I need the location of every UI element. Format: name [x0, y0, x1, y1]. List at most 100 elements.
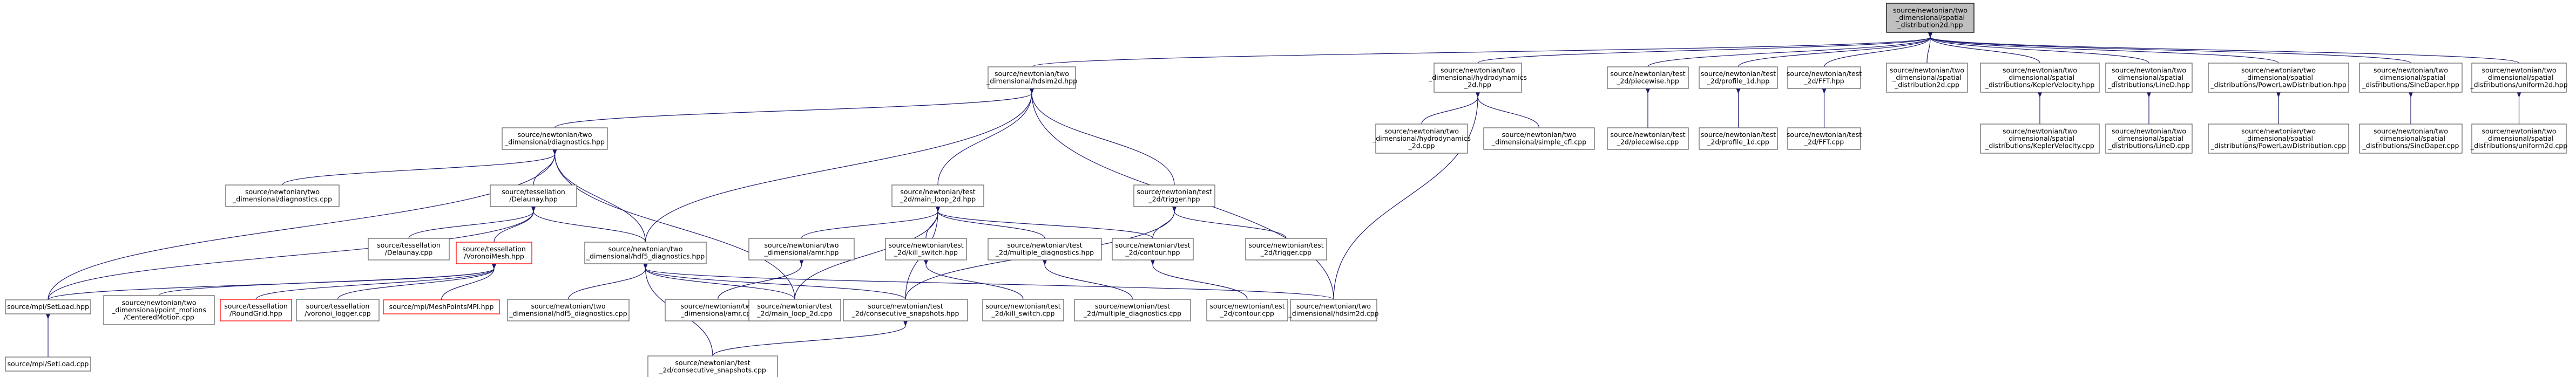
node-profile-hpp[interactable]: source/newtonian/test_2d/profile_1d.hpp — [1699, 66, 1778, 89]
node-label-line: source/newtonian/test — [1209, 302, 1284, 310]
node-lined-hpp[interactable]: source/newtonian/two_dimensional/spatial… — [2105, 63, 2193, 93]
node-fft-cpp[interactable]: source/newtonian/test_2d/FFT.cpp — [1787, 127, 1862, 150]
node-label-line: _2d/piecewise.hpp — [1616, 77, 1679, 85]
node-label-line: _dimensional/diagnostics.cpp — [232, 195, 332, 203]
edge-roundgrid-to-voronoi_hpp — [255, 263, 497, 300]
node-label-line: source/newtonian/test — [1115, 241, 1190, 249]
node-kill-cpp[interactable]: source/newtonian/test_2d/kill_switch.cpp — [982, 299, 1064, 321]
node-label-line: _dimensional/spatial — [2484, 134, 2554, 142]
node-box — [1483, 127, 1595, 150]
edge-hdf5_hpp-to-diag_hpp — [552, 149, 646, 243]
node-cmotion[interactable]: source/newtonian/two_dimensional/point_m… — [103, 295, 215, 325]
edge-consec_hpp-to-hdf5_hpp — [643, 263, 906, 300]
node-trigger-hpp[interactable]: source/newtonian/test_2d/trigger.hpp — [1133, 184, 1215, 207]
node-sine-cpp[interactable]: source/newtonian/two_dimensional/spatial… — [2359, 124, 2463, 154]
node-multdiag-hpp[interactable]: source/newtonian/test_2d/multiple_diagno… — [988, 238, 1102, 261]
node-box — [2471, 63, 2567, 93]
node-label-line: _dimensional/hydrodynamics — [1428, 73, 1527, 81]
node-label-line: source/mpi/SetLoad.cpp — [8, 360, 89, 368]
node-consec-hpp[interactable]: source/newtonian/test_2d/consecutive_sna… — [843, 299, 968, 321]
node-label-line: _2d/contour.cpp — [1220, 310, 1274, 318]
node-label-line: source/tessellation — [224, 302, 288, 310]
edge-hydro_cpp-to-hydro_hpp — [1421, 92, 1480, 125]
node-root[interactable]: source/newtonian/two_dimensional/spatial… — [1886, 3, 1975, 33]
edge-hdsim2d_cpp-to-hdf5_hpp — [643, 263, 1334, 300]
node-hydro-hpp[interactable]: source/newtonian/two_dimensional/hydrody… — [1428, 63, 1527, 93]
edge-spatial_cpp-to-root — [1926, 32, 1933, 64]
node-hdf5-cpp[interactable]: source/newtonian/two_dimensional/hdf5_di… — [507, 299, 630, 321]
node-delaunay-hpp[interactable]: source/tessellation/Delaunay.hpp — [490, 184, 577, 207]
node-hdsim2d-cpp[interactable]: source/newtonian/two_dimensional/hdsim2d… — [1288, 299, 1379, 321]
node-vlogger[interactable]: source/tessellation/voronoi_logger.cpp — [296, 299, 380, 321]
node-label-line: source/newtonian/test — [1610, 70, 1685, 78]
edge-tfft_hpp-to-root — [1823, 32, 1933, 67]
edge-multdiag_hpp-to-mainloop_hpp — [935, 206, 1045, 239]
node-label-line: /Delaunay.hpp — [509, 195, 558, 203]
node-trigger-cpp[interactable]: source/newtonian/test_2d/trigger.cpp — [1245, 238, 1327, 261]
node-kepler-hpp[interactable]: source/newtonian/two_dimensional/spatial… — [1980, 63, 2100, 93]
node-voronoi-hpp[interactable]: source/tessellation/VoronoiMesh.hpp — [456, 242, 532, 264]
node-simple-cfl[interactable]: source/newtonian/two_dimensional/simple_… — [1483, 127, 1595, 150]
node-setload-cpp[interactable]: source/mpi/SetLoad.cpp — [5, 357, 91, 372]
node-setload-hpp[interactable]: source/mpi/SetLoad.hpp — [5, 299, 91, 314]
node-spatial-cpp[interactable]: source/newtonian/two_dimensional/spatial… — [1886, 63, 1968, 93]
node-label-line: source/newtonian/two — [2241, 66, 2316, 74]
node-diag-cpp[interactable]: source/newtonian/two_dimensional/diagnos… — [225, 184, 340, 207]
node-label-line: _dimensional/spatial — [2243, 73, 2313, 81]
node-profile-cpp[interactable]: source/newtonian/test_2d/profile_1d.cpp — [1699, 127, 1778, 150]
node-label-line: source/newtonian/test — [1787, 131, 1862, 139]
node-powerlaw-hpp[interactable]: source/newtonian/two_dimensional/spatial… — [2208, 63, 2349, 93]
node-piecewise-hpp[interactable]: source/newtonian/test_2d/piecewise.hpp — [1607, 66, 1689, 89]
node-label-line: _2d/multiple_diagnostics.cpp — [1083, 310, 1181, 318]
node-meshmpi[interactable]: source/mpi/MeshPointsMPI.hpp — [383, 299, 500, 314]
node-label-line: source/newtonian/two — [2374, 66, 2448, 74]
node-kill-hpp[interactable]: source/newtonian/test_2d/kill_switch.hpp — [885, 238, 967, 261]
node-box — [1980, 63, 2100, 93]
node-powerlaw-cpp[interactable]: source/newtonian/two_dimensional/spatial… — [2208, 124, 2349, 154]
node-consec-cpp[interactable]: source/newtonian/test_2d/consecutive_sna… — [647, 355, 778, 377]
node-label-line: _2d/trigger.hpp — [1148, 195, 1200, 203]
edge-kill_cpp-to-kill_hpp — [923, 259, 1024, 300]
node-hydro-cpp[interactable]: source/newtonian/two_dimensional/hydrody… — [1372, 124, 1471, 154]
edge-profile_hpp-to-root — [1737, 32, 1933, 67]
edge-hdsim2d_cpp-to-hydro_hpp — [1333, 92, 1480, 300]
node-label-line: source/newtonian/test — [985, 302, 1060, 310]
node-delaunay-cpp[interactable]: source/tessellation/Delaunay.cpp — [368, 238, 450, 261]
dependency-edges — [46, 32, 2521, 357]
node-label-line: /VoronoiMesh.hpp — [464, 252, 524, 261]
node-mainloop-cpp[interactable]: source/newtonian/test_2d/main_loop_2d.cp… — [748, 299, 841, 321]
node-multdiag-cpp[interactable]: source/newtonian/test_2d/multiple_diagno… — [1074, 299, 1191, 321]
node-hdsim2d-hpp[interactable]: source/newtonian/two_dimensional/hdsim2d… — [986, 66, 1077, 89]
edge-cmotion-to-voronoi_hpp — [158, 263, 497, 296]
edge-ams_hpp-to-mainloop_hpp — [801, 206, 941, 239]
node-piecewise-cpp[interactable]: source/newtonian/test_2d/piecewise.cpp — [1607, 127, 1689, 150]
node-contour-cpp[interactable]: source/newtonian/test_2d/contour.cpp — [1206, 299, 1288, 321]
node-label-line: source/newtonian/two — [531, 302, 605, 310]
node-label-line: source/newtonian/two — [764, 241, 839, 249]
node-label-line: source/newtonian/two — [1890, 66, 1964, 74]
node-label-line: source/newtonian/two — [1502, 131, 1576, 139]
edge-hdf5_cpp-to-hdf5_hpp — [567, 263, 648, 300]
node-ams-hpp[interactable]: source/newtonian/two_dimensional/amr.hpp — [748, 238, 855, 261]
node-kepler-cpp[interactable]: source/newtonian/two_dimensional/spatial… — [1980, 124, 2100, 154]
node-contour-hpp[interactable]: source/newtonian/test_2d/contour.hpp — [1112, 238, 1194, 261]
node-tfft-hpp[interactable]: source/newtonian/test_2d/FFT.hpp — [1787, 66, 1862, 89]
node-label-line: _2d/contour.hpp — [1125, 249, 1180, 257]
node-uniform-hpp[interactable]: source/newtonian/two_dimensional/spatial… — [2470, 63, 2568, 93]
node-box — [2105, 63, 2193, 93]
node-box — [220, 299, 292, 321]
node-mainloop-hpp[interactable]: source/newtonian/test_2d/main_loop_2d.hp… — [891, 184, 984, 207]
node-sine-hpp[interactable]: source/newtonian/two_dimensional/spatial… — [2359, 63, 2463, 93]
node-label-line: _2d/multiple_diagnostics.hpp — [995, 249, 1094, 257]
node-label-line: _2d/kill_switch.cpp — [991, 310, 1055, 318]
node-roundgrid[interactable]: source/tessellation/RoundGrid.hpp — [220, 299, 292, 321]
node-hdf5-hpp[interactable]: source/newtonian/two_dimensional/hdf5_di… — [584, 242, 707, 264]
node-label-line: _dimensional/hdsim2d.cpp — [1288, 310, 1379, 318]
node-label-line: _2d/main_loop_2d.cpp — [756, 310, 832, 318]
node-label-line: source/newtonian/test — [757, 302, 832, 310]
node-label-line: _dimensional/hydrodynamics — [1372, 134, 1471, 142]
node-uniform-cpp[interactable]: source/newtonian/two_dimensional/spatial… — [2470, 124, 2567, 154]
node-lined-cpp[interactable]: source/newtonian/two_dimensional/spatial… — [2105, 124, 2193, 154]
node-diag-hpp[interactable]: source/newtonian/two_dimensional/diagnos… — [502, 127, 608, 150]
